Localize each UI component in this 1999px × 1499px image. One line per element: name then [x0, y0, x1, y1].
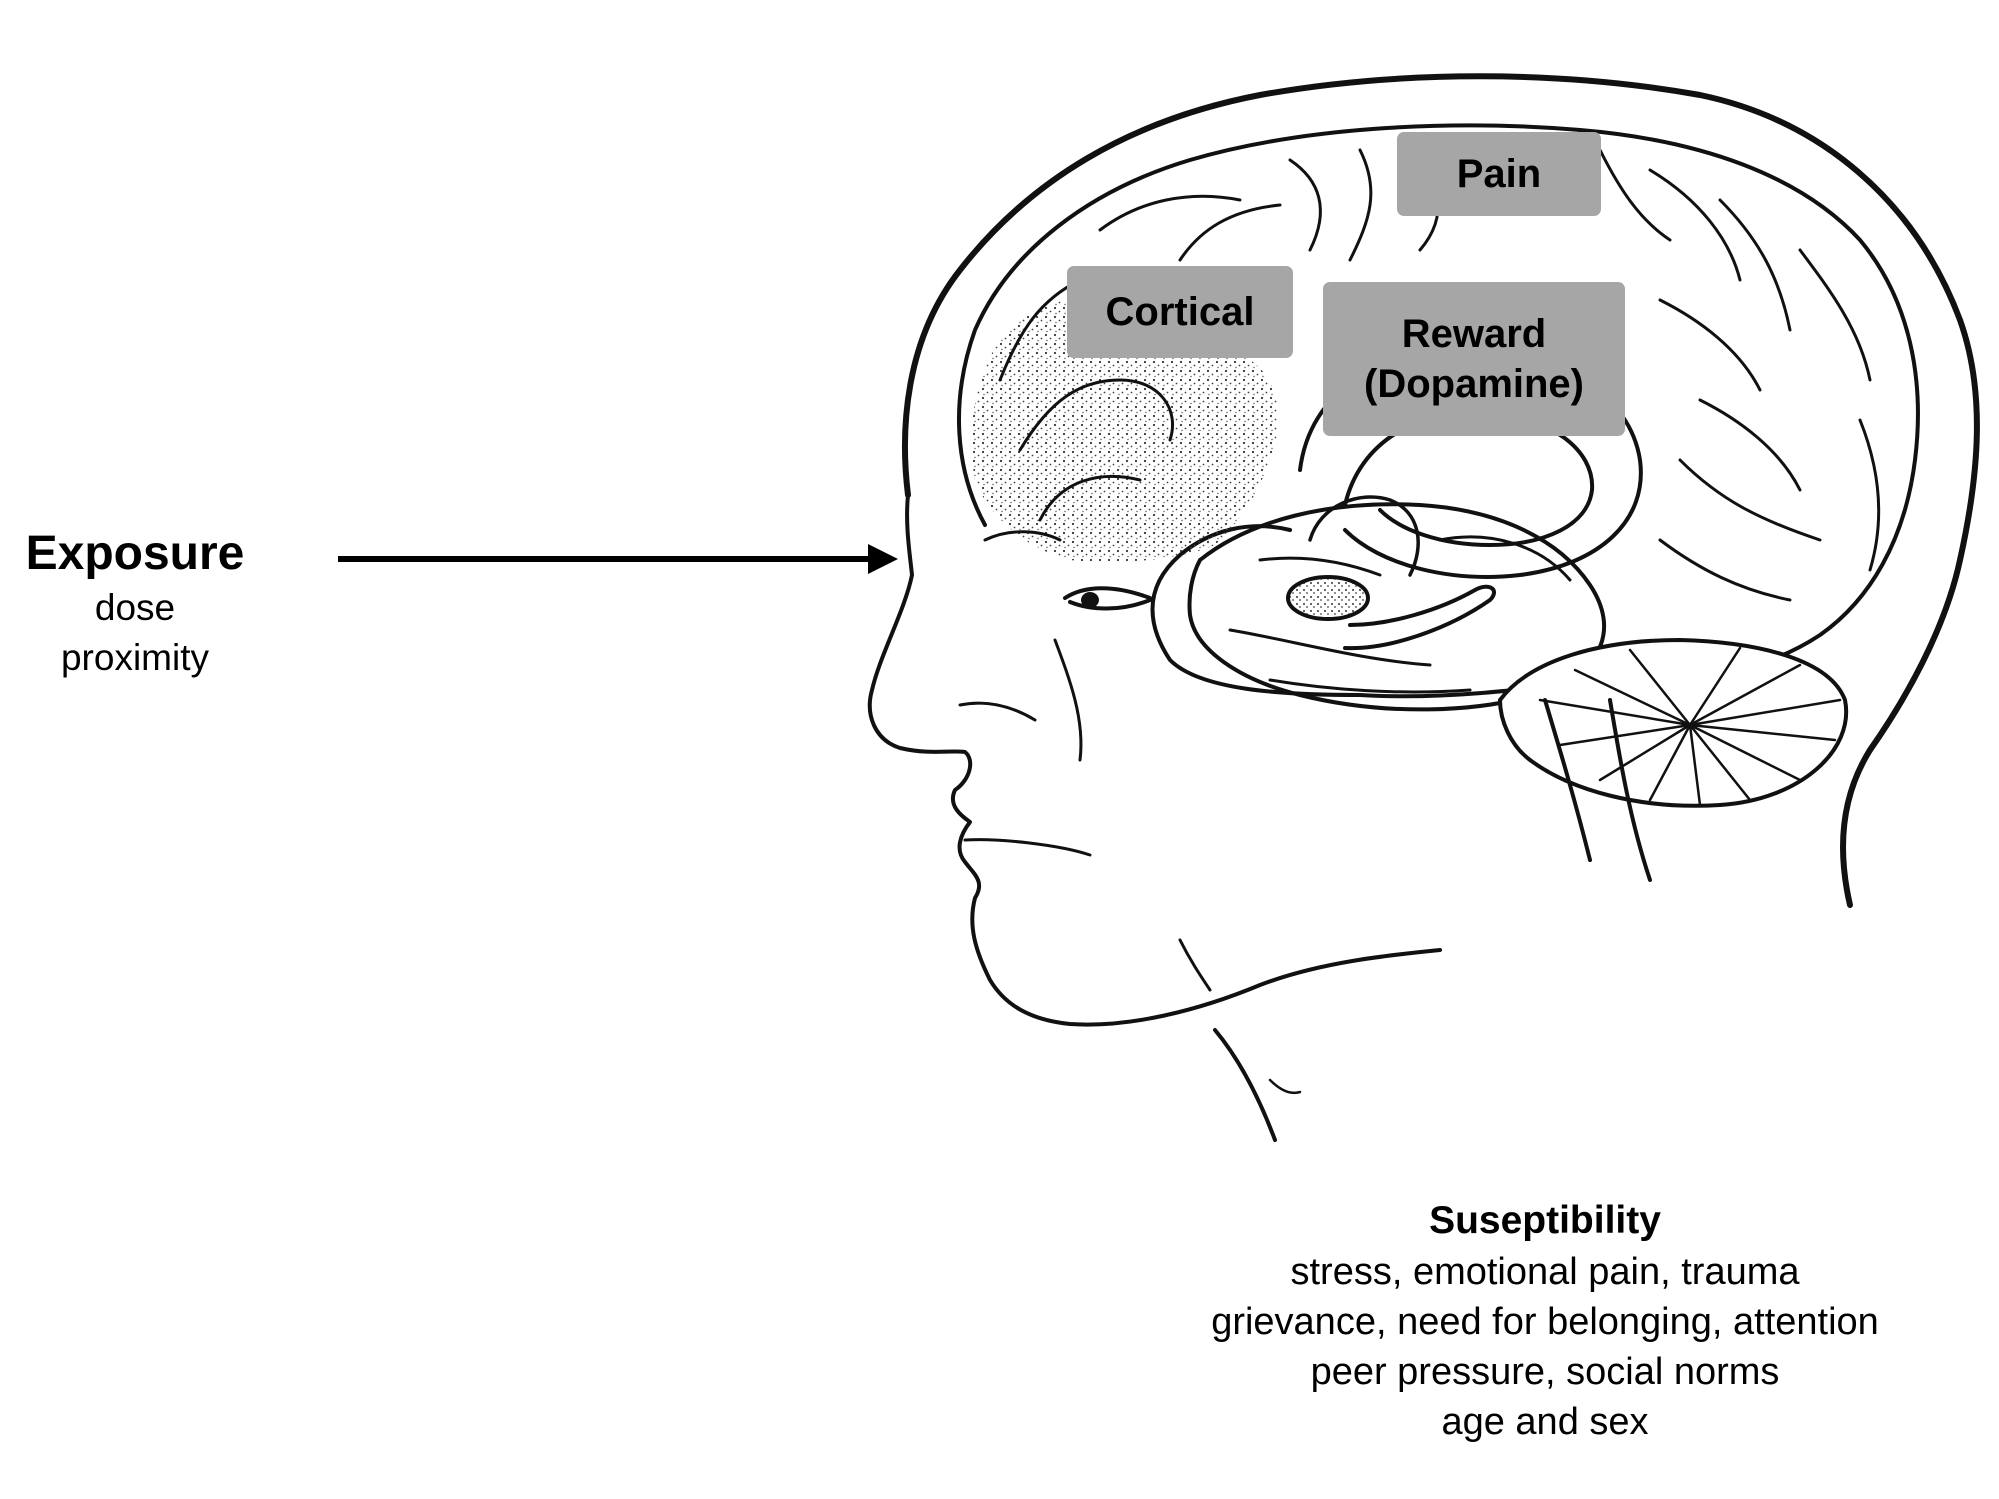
mouth-line: [965, 840, 1090, 855]
neck-front: [1215, 1030, 1275, 1140]
face-profile: [870, 495, 1440, 1025]
amygdala: [1288, 577, 1368, 619]
nostril: [960, 703, 1035, 720]
cortical-label: Cortical: [1067, 266, 1293, 358]
susceptibility-line: stress, emotional pain, trauma: [1160, 1247, 1930, 1297]
susceptibility-block: Suseptibility stress, emotional pain, tr…: [1160, 1195, 1930, 1447]
jaw-line: [1180, 940, 1210, 990]
susceptibility-line: peer pressure, social norms: [1160, 1347, 1930, 1397]
exposure-block: Exposure dose proximity: [0, 525, 270, 683]
exposure-title: Exposure: [0, 525, 270, 583]
cheek-line: [1055, 640, 1081, 760]
reward-label-line1: Reward: [1402, 309, 1547, 359]
eye: [1065, 588, 1150, 608]
exposure-proximity: proximity: [0, 633, 270, 683]
cortical-label-text: Cortical: [1106, 287, 1255, 337]
exposure-dose: dose: [0, 583, 270, 633]
pupil: [1081, 592, 1099, 608]
exposure-arrow: [338, 544, 898, 574]
throat-line: [1270, 1080, 1300, 1093]
pain-label: Pain: [1397, 132, 1601, 216]
reward-label-line2: (Dopamine): [1364, 359, 1584, 409]
pain-label-text: Pain: [1457, 149, 1541, 199]
reward-label: Reward (Dopamine): [1323, 282, 1625, 436]
susceptibility-line: age and sex: [1160, 1397, 1930, 1447]
susceptibility-title: Suseptibility: [1160, 1195, 1930, 1247]
susceptibility-line: grievance, need for belonging, attention: [1160, 1297, 1930, 1347]
